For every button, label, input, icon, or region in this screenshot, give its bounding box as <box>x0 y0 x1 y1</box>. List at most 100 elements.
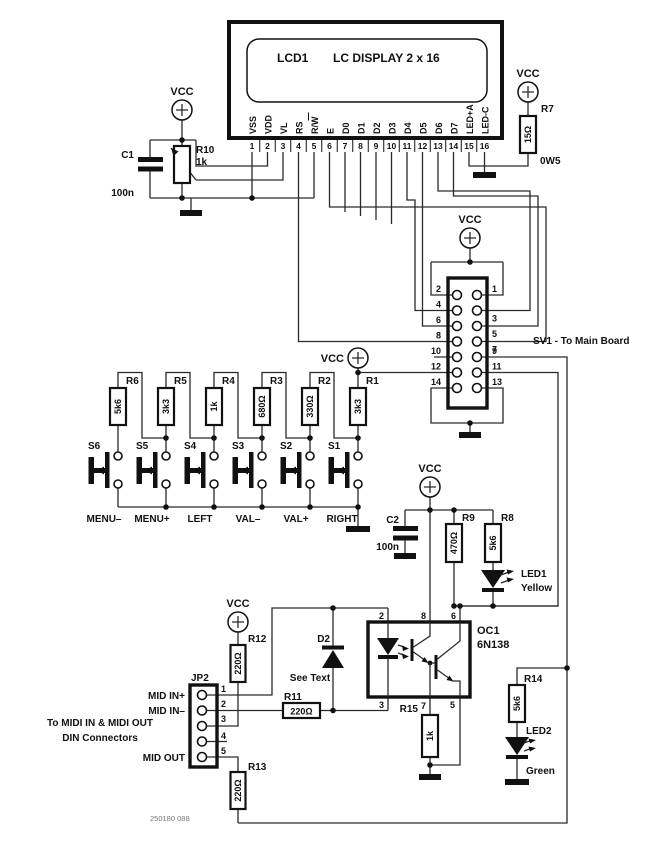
junction-dots <box>163 137 570 768</box>
svg-text:VDD: VDD <box>264 114 274 134</box>
svg-text:0W5: 0W5 <box>540 156 561 167</box>
svg-text:2: 2 <box>436 284 441 294</box>
svg-text:R6: R6 <box>126 376 139 387</box>
svg-text:3k3: 3k3 <box>161 399 171 414</box>
svg-text:R11: R11 <box>284 692 302 703</box>
d2-ref: D2 <box>317 634 330 645</box>
svg-text:15: 15 <box>464 141 474 151</box>
svg-text:220Ω: 220Ω <box>290 707 312 717</box>
svg-text:3k3: 3k3 <box>353 399 363 414</box>
svg-text:4: 4 <box>221 731 226 741</box>
vcc-symbol: VCC <box>458 214 482 249</box>
jp2-ref: JP2 <box>191 673 209 684</box>
capacitor-C1: C1 100n <box>111 150 163 199</box>
svg-text:MENU–: MENU– <box>86 514 121 525</box>
resistor-R8: R8 5k6 <box>483 513 514 564</box>
lcd-pin-ticks <box>259 139 478 152</box>
svg-text:LEFT: LEFT <box>188 514 213 525</box>
led2: LED2 Green <box>505 726 555 777</box>
oc1-ref: OC1 <box>477 625 500 637</box>
svg-text:11: 11 <box>492 362 502 372</box>
potentiometer-R10: R10 1k <box>171 144 215 185</box>
svg-text:3: 3 <box>221 714 226 724</box>
note-line1: To MIDI IN & MIDI OUT <box>47 718 153 729</box>
svg-text:MENU+: MENU+ <box>134 514 169 525</box>
svg-text:8: 8 <box>358 141 363 151</box>
svg-text:2: 2 <box>265 141 270 151</box>
svg-text:8: 8 <box>436 331 441 341</box>
svg-text:VAL–: VAL– <box>236 514 261 525</box>
vcc-label: VCC <box>458 214 481 226</box>
svg-text:16: 16 <box>480 141 490 151</box>
svg-text:6: 6 <box>436 315 441 325</box>
svg-text:R9: R9 <box>462 513 475 524</box>
resistor-R14: R14 5k6 <box>507 674 543 724</box>
push-button-S5: S5 MENU+ <box>134 441 171 525</box>
svg-text:D1: D1 <box>357 122 367 134</box>
svg-text:5: 5 <box>312 141 317 151</box>
svg-text:VAL+: VAL+ <box>283 514 308 525</box>
svg-text:13: 13 <box>492 377 502 387</box>
sv1-label: SV1 - To Main Board <box>533 336 630 347</box>
svg-text:1k: 1k <box>209 401 219 412</box>
svg-text:R4: R4 <box>222 376 235 387</box>
optocoupler-OC1: 2 8 6 3 7 5 OC1 6N138 <box>366 611 509 711</box>
svg-text:5: 5 <box>492 329 497 339</box>
vcc-label: VCC <box>516 68 539 80</box>
resistor-R12: R12 220Ω <box>229 634 267 684</box>
jp2-connector: JP2 1 2 3 4 5 MID IN+ MID IN– MID OUT <box>143 673 226 769</box>
vcc-label: VCC <box>321 353 344 365</box>
led1-ref: LED1 <box>521 569 547 580</box>
led2-color: Green <box>526 766 555 777</box>
svg-text:2: 2 <box>379 611 384 621</box>
push-button-S3: S3 VAL– <box>232 441 267 525</box>
svg-text:R13: R13 <box>248 762 267 773</box>
svg-text:4: 4 <box>436 300 441 310</box>
push-button-S4: S4 LEFT <box>184 441 219 525</box>
svg-text:5k6: 5k6 <box>512 696 522 711</box>
vcc-label: VCC <box>226 598 249 610</box>
vcc-label: VCC <box>418 463 441 475</box>
svg-text:R7: R7 <box>541 104 554 115</box>
led2-ref: LED2 <box>526 726 552 737</box>
push-button-S6: S6 MENU– <box>86 441 123 525</box>
svg-text:RIGHT: RIGHT <box>326 514 357 525</box>
capacitor-C2: C2 100n <box>376 515 418 553</box>
vcc-symbol: VCC <box>321 347 369 369</box>
svg-text:D2: D2 <box>372 122 382 134</box>
svg-text:5k6: 5k6 <box>113 399 123 414</box>
jp2-midout: MID OUT <box>143 753 185 764</box>
svg-text:1: 1 <box>250 141 255 151</box>
svg-text:5k6: 5k6 <box>488 535 498 550</box>
svg-text:R8: R8 <box>501 513 514 524</box>
sv1-connector: 2 4 6 8 10 12 14 1 3 5 7 9 11 13 SV1 - T… <box>431 276 630 410</box>
svg-text:7: 7 <box>492 345 497 355</box>
svg-text:D4: D4 <box>403 122 413 134</box>
svg-text:9: 9 <box>374 141 379 151</box>
sv1-pin-numbers: 2 4 6 8 10 12 14 1 3 5 7 9 11 13 <box>431 284 502 387</box>
svg-text:S3: S3 <box>232 441 245 452</box>
svg-text:VSS: VSS <box>248 116 258 134</box>
svg-text:1: 1 <box>221 684 226 694</box>
lcd-screen <box>246 38 488 103</box>
svg-text:R1: R1 <box>366 376 379 387</box>
svg-text:R14: R14 <box>524 674 543 685</box>
svg-text:330Ω: 330Ω <box>305 395 315 417</box>
svg-text:S1: S1 <box>328 441 341 452</box>
svg-text:C2: C2 <box>386 515 399 526</box>
resistor-R13: R13 220Ω <box>229 762 267 811</box>
svg-text:9: 9 <box>492 346 497 356</box>
svg-text:LED-C: LED-C <box>481 106 491 134</box>
svg-text:D0: D0 <box>341 122 351 134</box>
svg-text:11: 11 <box>403 141 412 151</box>
svg-text:10: 10 <box>431 346 441 356</box>
svg-text:14: 14 <box>431 377 441 387</box>
svg-text:13: 13 <box>433 141 443 151</box>
jp2-midin-plus: MID IN+ <box>148 691 185 702</box>
led1-color: Yellow <box>521 583 552 594</box>
lcd-module: LCD1 LC DISPLAY 2 x 16 VSS VDD VL RS R/W… <box>227 20 504 152</box>
svg-text:C1: C1 <box>121 150 134 161</box>
svg-text:6: 6 <box>327 141 332 151</box>
